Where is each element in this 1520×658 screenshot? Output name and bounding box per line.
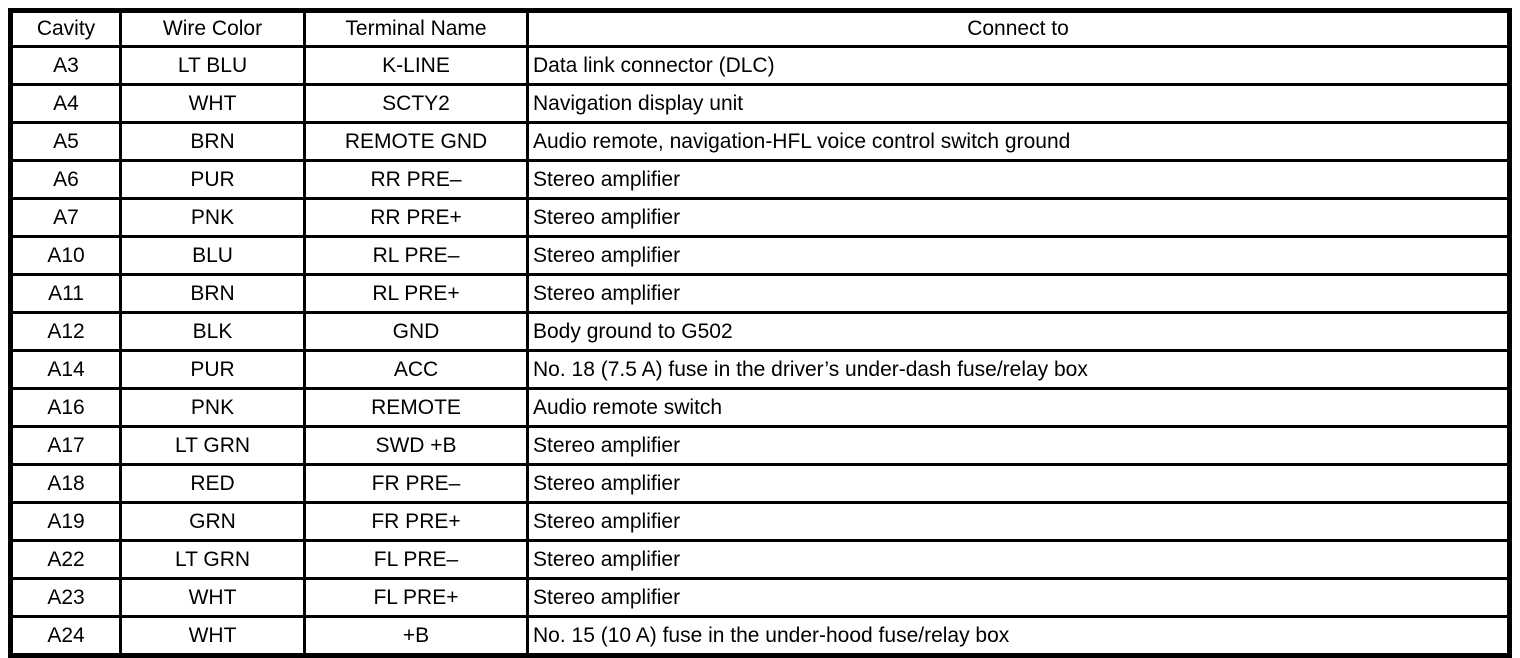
cell-connect: Audio remote, navigation-HFL voice contr… <box>526 121 1511 162</box>
cell-terminal: RR PRE– <box>303 159 529 200</box>
cell-connect: Stereo amplifier <box>526 463 1511 504</box>
cell-wire: PUR <box>119 349 306 390</box>
cell-terminal: REMOTE <box>303 387 529 428</box>
cell-cavity: A19 <box>9 501 122 542</box>
column-header-cavity: Cavity <box>9 9 122 48</box>
column-header-wire: Wire Color <box>119 9 306 48</box>
cell-connect: Stereo amplifier <box>526 235 1511 276</box>
cell-cavity: A11 <box>9 273 122 314</box>
cell-terminal: K-LINE <box>303 45 529 86</box>
cell-wire: PNK <box>119 387 306 428</box>
cell-terminal: FL PRE– <box>303 539 529 580</box>
cell-cavity: A5 <box>9 121 122 162</box>
cell-cavity: A12 <box>9 311 122 352</box>
cell-wire: WHT <box>119 615 306 657</box>
cell-cavity: A7 <box>9 197 122 238</box>
cell-terminal: SWD +B <box>303 425 529 466</box>
cell-connect: No. 18 (7.5 A) fuse in the driver’s unde… <box>526 349 1511 390</box>
cell-wire: RED <box>119 463 306 504</box>
cell-wire: PNK <box>119 197 306 238</box>
cell-wire: GRN <box>119 501 306 542</box>
cell-cavity: A16 <box>9 387 122 428</box>
column-header-connect: Connect to <box>526 9 1511 48</box>
cell-terminal: ACC <box>303 349 529 390</box>
cell-wire: LT BLU <box>119 45 306 86</box>
cell-connect: Stereo amplifier <box>526 425 1511 466</box>
cell-terminal: SCTY2 <box>303 83 529 124</box>
cell-terminal: REMOTE GND <box>303 121 529 162</box>
cell-connect: Stereo amplifier <box>526 159 1511 200</box>
cell-cavity: A10 <box>9 235 122 276</box>
cell-terminal: +B <box>303 615 529 657</box>
cell-cavity: A17 <box>9 425 122 466</box>
cell-terminal: GND <box>303 311 529 352</box>
cell-wire: LT GRN <box>119 539 306 580</box>
cell-wire: BLU <box>119 235 306 276</box>
column-header-terminal: Terminal Name <box>303 9 529 48</box>
cell-cavity: A3 <box>9 45 122 86</box>
cell-cavity: A6 <box>9 159 122 200</box>
cell-cavity: A14 <box>9 349 122 390</box>
cell-terminal: FL PRE+ <box>303 577 529 618</box>
cell-terminal: RR PRE+ <box>303 197 529 238</box>
cell-terminal: FR PRE+ <box>303 501 529 542</box>
cell-wire: WHT <box>119 577 306 618</box>
cell-wire: LT GRN <box>119 425 306 466</box>
cell-cavity: A18 <box>9 463 122 504</box>
cell-cavity: A4 <box>9 83 122 124</box>
cell-connect: Stereo amplifier <box>526 273 1511 314</box>
cell-cavity: A24 <box>9 615 122 657</box>
cell-connect: Navigation display unit <box>526 83 1511 124</box>
cell-connect: Stereo amplifier <box>526 501 1511 542</box>
cell-connect: Audio remote switch <box>526 387 1511 428</box>
cell-terminal: FR PRE– <box>303 463 529 504</box>
cell-terminal: RL PRE+ <box>303 273 529 314</box>
cell-terminal: RL PRE– <box>303 235 529 276</box>
cell-cavity: A23 <box>9 577 122 618</box>
cell-connect: No. 15 (10 A) fuse in the under-hood fus… <box>526 615 1511 657</box>
cell-connect: Stereo amplifier <box>526 539 1511 580</box>
cell-wire: BRN <box>119 121 306 162</box>
cell-cavity: A22 <box>9 539 122 580</box>
cell-wire: BRN <box>119 273 306 314</box>
cell-connect: Data link connector (DLC) <box>526 45 1511 86</box>
cell-connect: Stereo amplifier <box>526 577 1511 618</box>
cell-wire: BLK <box>119 311 306 352</box>
cell-connect: Stereo amplifier <box>526 197 1511 238</box>
cell-wire: PUR <box>119 159 306 200</box>
cell-wire: WHT <box>119 83 306 124</box>
cell-connect: Body ground to G502 <box>526 311 1511 352</box>
